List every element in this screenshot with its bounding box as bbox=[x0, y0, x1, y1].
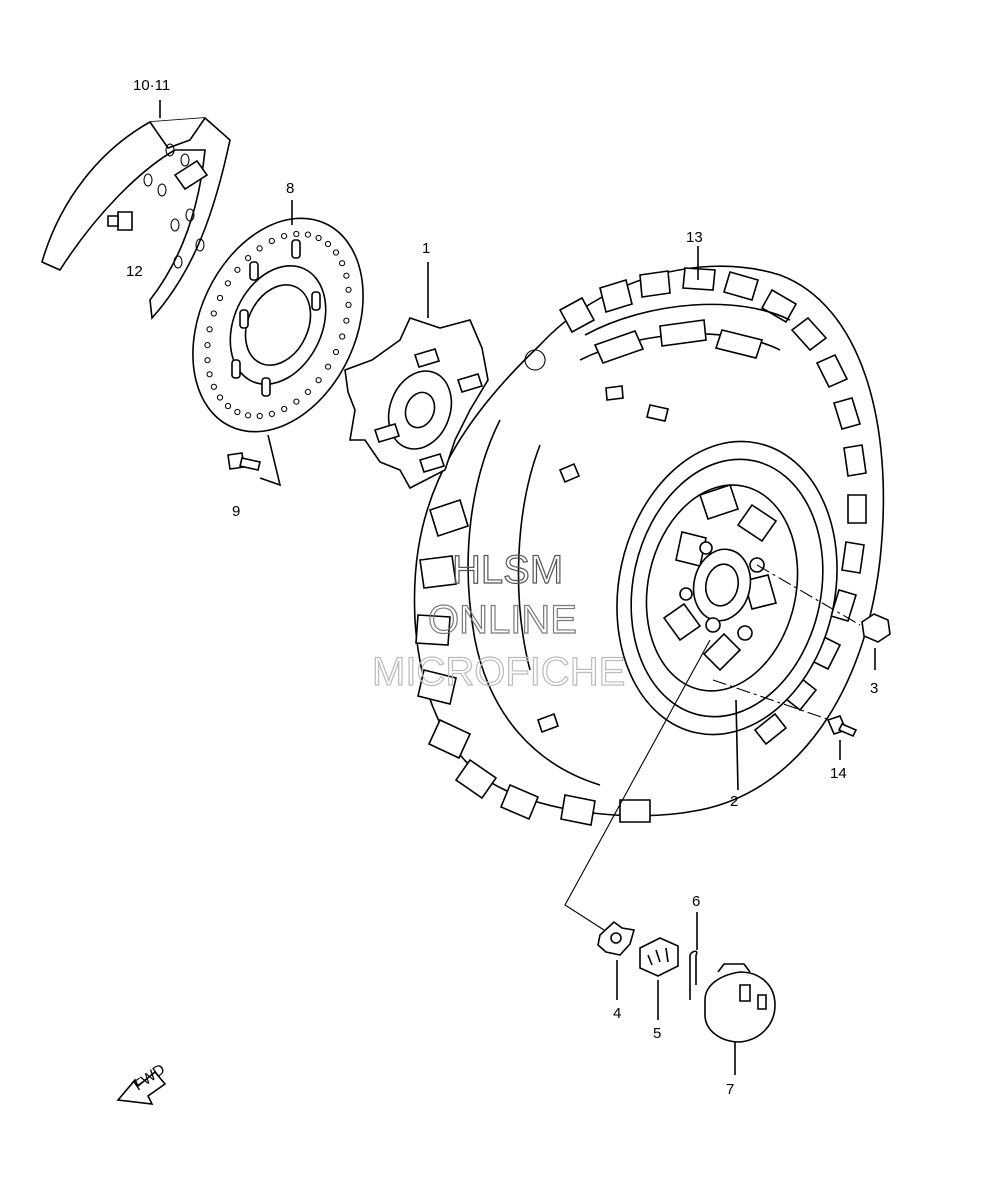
disc-drill-hole bbox=[304, 388, 311, 395]
disc-drill-hole bbox=[332, 348, 340, 356]
callout-12: 12 bbox=[126, 263, 143, 280]
nut-3[interactable] bbox=[861, 613, 891, 670]
disc-drill-hole bbox=[293, 230, 300, 238]
disc-drill-hole bbox=[332, 249, 340, 256]
bolt-9[interactable] bbox=[227, 434, 282, 487]
disc-drill-hole bbox=[343, 317, 350, 324]
disc-drill-hole bbox=[343, 272, 350, 279]
brake-disc-holes bbox=[204, 230, 352, 420]
leader-lines bbox=[564, 246, 861, 931]
callout-5: 5 bbox=[653, 1025, 661, 1042]
disc-drill-hole bbox=[224, 402, 232, 410]
disc-drill-hole bbox=[256, 245, 263, 252]
disc-drill-hole bbox=[206, 326, 213, 333]
wheel-rim-2[interactable] bbox=[591, 421, 864, 755]
disc-drill-hole bbox=[245, 412, 252, 419]
washer-4[interactable] bbox=[597, 920, 636, 1000]
callout-2: 2 bbox=[730, 793, 738, 810]
disc-drill-hole bbox=[325, 363, 332, 370]
disc-drill-hole bbox=[324, 240, 332, 248]
disc-drill-hole bbox=[281, 233, 288, 240]
disc-drill-hole bbox=[304, 231, 311, 238]
disc-drill-hole bbox=[268, 410, 275, 417]
disc-drill-hole bbox=[245, 255, 252, 262]
disc-cover-10-11[interactable] bbox=[41, 100, 231, 320]
callout-8: 8 bbox=[286, 180, 294, 197]
watermark-line-2: ONLINE bbox=[428, 598, 577, 642]
disc-drill-hole bbox=[315, 234, 322, 242]
disc-drill-hole bbox=[268, 237, 275, 245]
disc-drill-hole bbox=[206, 371, 213, 378]
callout-labels: 10·11 12 8 1 9 13 3 14 2 6 4 5 7 bbox=[126, 77, 878, 1098]
castle-nut-5[interactable] bbox=[639, 937, 679, 1020]
disc-drill-hole bbox=[234, 266, 241, 273]
disc-drill-hole bbox=[224, 280, 231, 287]
disc-drill-hole bbox=[339, 333, 346, 340]
callout-9: 9 bbox=[232, 503, 240, 520]
watermark-line-3: MICROFICHE bbox=[372, 650, 625, 694]
fwd-arrow-icon: FWD bbox=[116, 1061, 168, 1105]
disc-drill-hole bbox=[204, 357, 211, 364]
callout-1: 1 bbox=[422, 240, 430, 257]
callout-6: 6 bbox=[692, 893, 700, 910]
disc-drill-hole bbox=[315, 377, 322, 384]
watermark-line-1: HLSM bbox=[452, 548, 563, 592]
disc-drill-hole bbox=[339, 260, 346, 267]
callout-7: 7 bbox=[726, 1081, 734, 1098]
disc-drill-hole bbox=[345, 301, 352, 308]
disc-drill-hole bbox=[234, 408, 241, 416]
watermark: HLSM ONLINE MICROFICHE bbox=[371, 547, 626, 694]
disc-drill-hole bbox=[281, 405, 288, 413]
bolt-12[interactable] bbox=[107, 211, 133, 231]
callout-14: 14 bbox=[830, 765, 847, 782]
disc-drill-hole bbox=[210, 310, 217, 317]
disc-drill-hole bbox=[210, 383, 217, 390]
disc-drill-hole bbox=[256, 412, 263, 420]
stud-14[interactable] bbox=[826, 715, 858, 738]
disc-drill-hole bbox=[293, 398, 300, 405]
hub-cap-7[interactable] bbox=[704, 963, 776, 1075]
disc-drill-hole bbox=[216, 294, 224, 302]
wheel-hub-1[interactable] bbox=[344, 262, 489, 490]
disc-drill-hole bbox=[345, 286, 352, 293]
disc-drill-hole bbox=[216, 394, 224, 401]
callout-13: 13 bbox=[686, 229, 703, 246]
disc-drill-hole bbox=[204, 342, 211, 349]
cotter-pin-6[interactable] bbox=[689, 912, 698, 1000]
callout-4: 4 bbox=[613, 1005, 621, 1022]
callout-10-11: 10·11 bbox=[133, 77, 170, 94]
callout-3: 3 bbox=[870, 680, 878, 697]
